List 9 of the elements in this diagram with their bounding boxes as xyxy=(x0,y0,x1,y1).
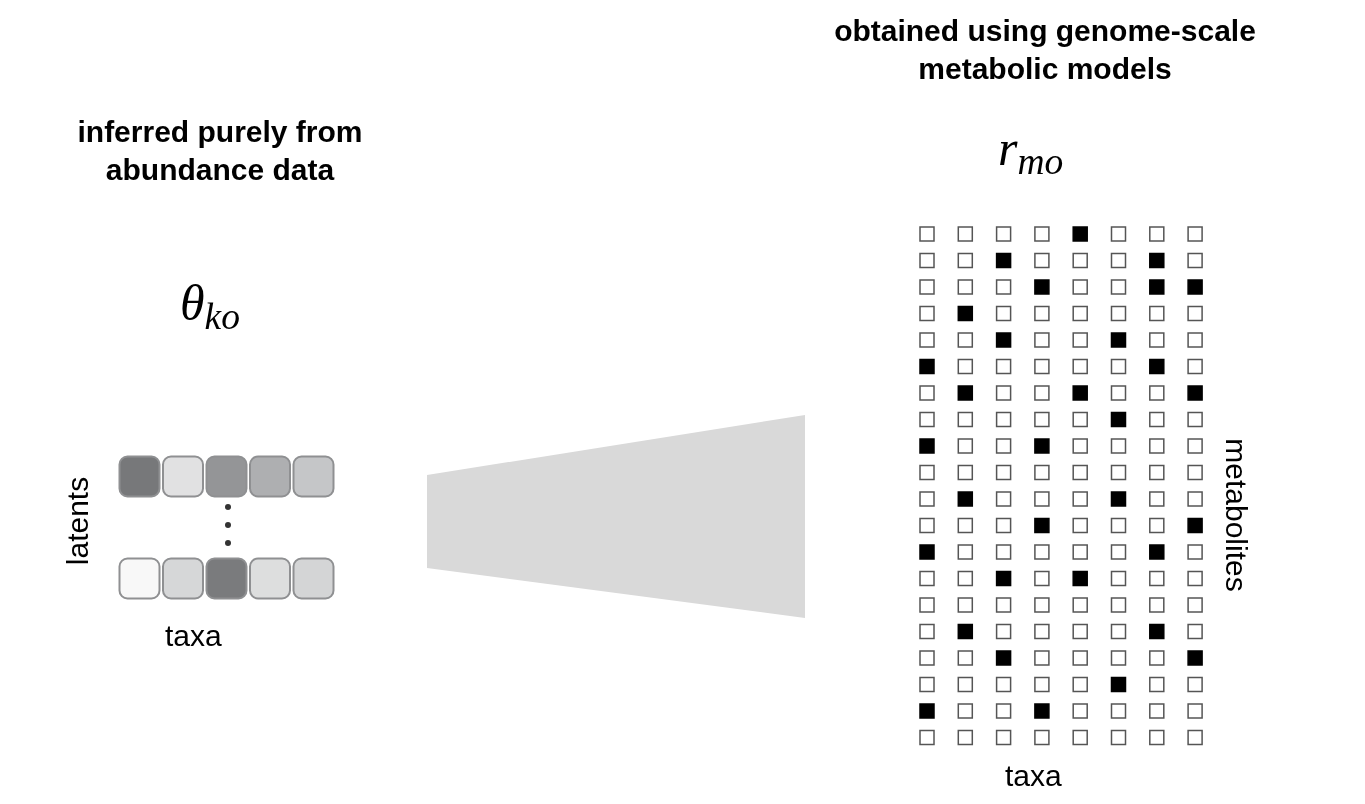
axis-label: taxa xyxy=(165,618,222,654)
math-symbol: θ$_{ko}$ xyxy=(180,275,240,331)
axis-label: metabolites xyxy=(1219,437,1254,594)
math-symbol: r$_{mo}$ xyxy=(998,120,1064,176)
heading-text: obtained using genome-scale metabolic models xyxy=(833,13,1257,87)
heading-text: inferred purely from abundance data xyxy=(76,114,364,188)
axis-label: taxa xyxy=(1005,758,1062,794)
axis-label: latents xyxy=(60,475,95,568)
funnel-connector xyxy=(427,415,805,618)
